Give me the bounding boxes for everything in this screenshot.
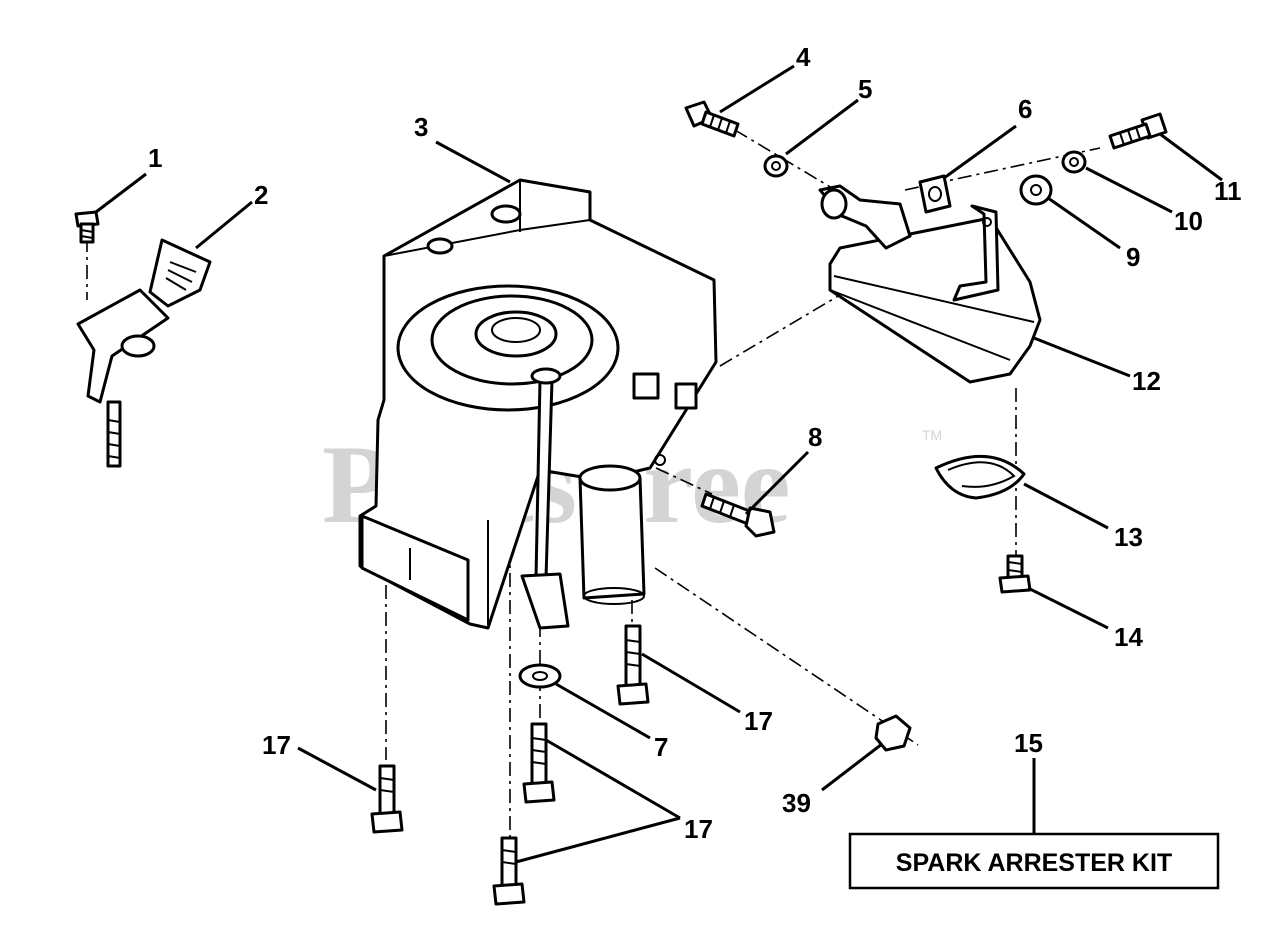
part-11-bolt <box>1108 112 1168 150</box>
callout-39: 39 <box>782 788 811 818</box>
part-17-bolt-a <box>616 624 650 706</box>
callout-1: 1 <box>148 143 162 173</box>
part-4-bolt <box>684 100 740 138</box>
callout-3: 3 <box>414 112 428 142</box>
part-14-screw <box>998 554 1032 594</box>
part-39-nut <box>874 714 912 752</box>
callout-15: 15 <box>1014 728 1043 758</box>
part-2-throttle-bracket <box>76 238 212 468</box>
part-17-bolt-c <box>370 764 404 834</box>
callout-6: 6 <box>1018 94 1032 124</box>
part-5-washer <box>763 154 789 178</box>
part-17-bolt-d <box>492 836 526 906</box>
callout-17-bottom: 17 <box>684 814 713 844</box>
part-1-bolt <box>74 210 100 244</box>
callout-labels: 1 2 3 4 5 6 7 8 9 10 11 12 13 14 15 17 1… <box>148 42 1242 844</box>
part-13-spark-arrester <box>934 454 1026 500</box>
callout-10: 10 <box>1174 206 1203 236</box>
part-9-washer <box>1019 174 1053 206</box>
part-12-muffler <box>818 184 1042 384</box>
callout-17-right: 17 <box>744 706 773 736</box>
callout-12: 12 <box>1132 366 1161 396</box>
leader-lines <box>95 64 1223 864</box>
spark-arrester-kit-box: SPARK ARRESTER KIT <box>848 832 1220 890</box>
callout-7: 7 <box>654 732 668 762</box>
callout-8: 8 <box>808 422 822 452</box>
callout-9: 9 <box>1126 242 1140 272</box>
watermark-trademark: TM <box>922 427 942 443</box>
callout-2: 2 <box>254 180 268 210</box>
part-3-engine <box>358 178 718 630</box>
callout-5: 5 <box>858 74 872 104</box>
callout-13: 13 <box>1114 522 1143 552</box>
part-8-bolt <box>700 492 776 538</box>
callout-11: 11 <box>1214 176 1242 206</box>
part-7-star-washer <box>518 663 562 689</box>
spark-arrester-kit-label: SPARK ARRESTER KIT <box>896 849 1172 877</box>
part-6-gasket <box>918 174 952 214</box>
callout-4: 4 <box>796 42 811 72</box>
part-17-bolt-b <box>522 722 556 804</box>
callout-17-left: 17 <box>262 730 291 760</box>
callout-14: 14 <box>1114 622 1143 652</box>
part-10-lock-washer <box>1061 150 1087 174</box>
